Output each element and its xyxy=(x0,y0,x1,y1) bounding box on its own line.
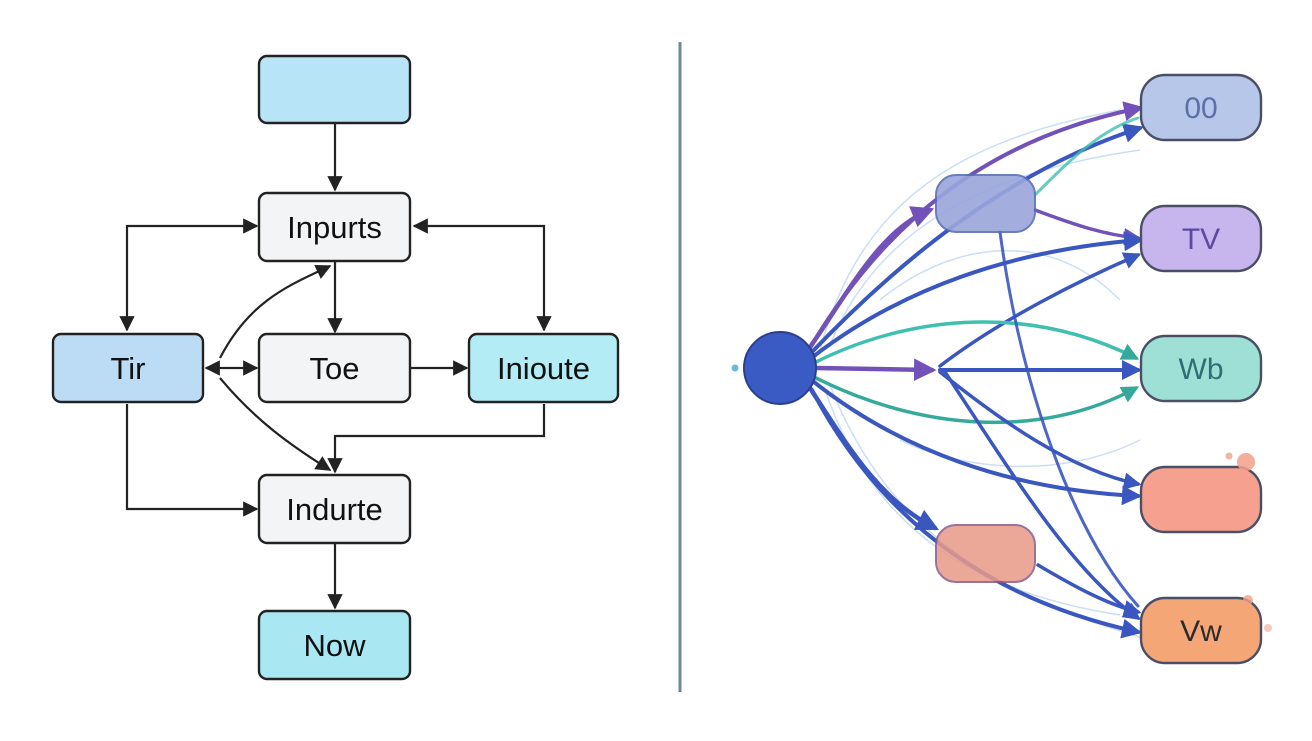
flow-node-toe-label: Toe xyxy=(310,351,360,386)
network-diagram: 00 TV Wb Vw xyxy=(731,73,1272,665)
flow-source-to-output-3-teal xyxy=(814,320,1140,364)
flow-node-indurte-label: Indurte xyxy=(286,492,383,527)
flow-node-inioute-label: Inioute xyxy=(497,351,590,386)
flow-node-toe: Toe xyxy=(257,332,412,404)
edge-tir-curve-to-indurte xyxy=(219,377,332,471)
flow-hidden-top-to-output-2 xyxy=(1033,208,1142,246)
flowchart-edges xyxy=(119,124,552,610)
flow-source-to-midpoint xyxy=(813,358,937,381)
flow-source-to-output-1b xyxy=(810,123,1144,354)
edge-tir-to-indurte xyxy=(125,404,259,517)
network-output-3-label: Wb xyxy=(1179,353,1224,386)
flow-node-now: Now xyxy=(257,609,412,681)
network-output-5-label: Vw xyxy=(1180,615,1222,648)
edge-inioute-inputs-loop xyxy=(412,218,552,332)
flow-source-to-output-4 xyxy=(812,380,1142,506)
edge-tir-inputs-loop xyxy=(119,218,259,332)
flow-node-tir: Tir xyxy=(51,332,205,404)
edge-tir-curve-to-inputs xyxy=(219,264,332,359)
flow-hidden-top-to-output-1 xyxy=(1033,116,1140,197)
edge-inioute-to-indurte xyxy=(327,404,546,474)
source-dot xyxy=(731,364,739,372)
network-outputs: 00 TV Wb Vw xyxy=(1139,73,1263,665)
flow-node-inioute: Inioute xyxy=(467,332,620,404)
flow-mid-to-output-5 xyxy=(943,370,1141,621)
flow-hidden-top-to-output-5 xyxy=(998,230,1140,608)
flow-node-inputs-label: Inpurts xyxy=(287,210,382,245)
flow-source-to-hidden-bottom xyxy=(807,385,940,531)
network-output-3: Wb xyxy=(1139,334,1263,403)
network-output-1-label: 00 xyxy=(1184,92,1217,125)
flow-node-indurte: Indurte xyxy=(257,473,412,545)
flow-mid-to-output-4 xyxy=(938,370,1142,490)
network-hidden-bottom xyxy=(935,524,1036,583)
network-output-4 xyxy=(1139,465,1263,534)
network-output-2: TV xyxy=(1139,204,1263,273)
network-output-1: 00 xyxy=(1139,73,1263,142)
network-output-2-label: TV xyxy=(1182,223,1220,256)
flow-hidden-bottom-to-output-5 xyxy=(1036,563,1142,618)
flow-source-to-output-5 xyxy=(810,388,1142,639)
flow-node-inputs: Inpurts xyxy=(257,191,412,263)
network-hidden-top xyxy=(935,174,1036,233)
flow-node-tir-label: Tir xyxy=(111,351,146,386)
network-source-node xyxy=(743,331,817,405)
network-output-5: Vw xyxy=(1139,596,1263,665)
flow-node-top xyxy=(257,54,412,125)
flow-node-now-label: Now xyxy=(303,628,366,663)
flowchart: Inpurts Tir Toe Inioute Indurte Now xyxy=(51,54,620,681)
flow-mid-to-output-2 xyxy=(938,252,1142,368)
flow-source-to-output-2 xyxy=(812,231,1144,358)
decorative-dots xyxy=(1225,452,1272,632)
